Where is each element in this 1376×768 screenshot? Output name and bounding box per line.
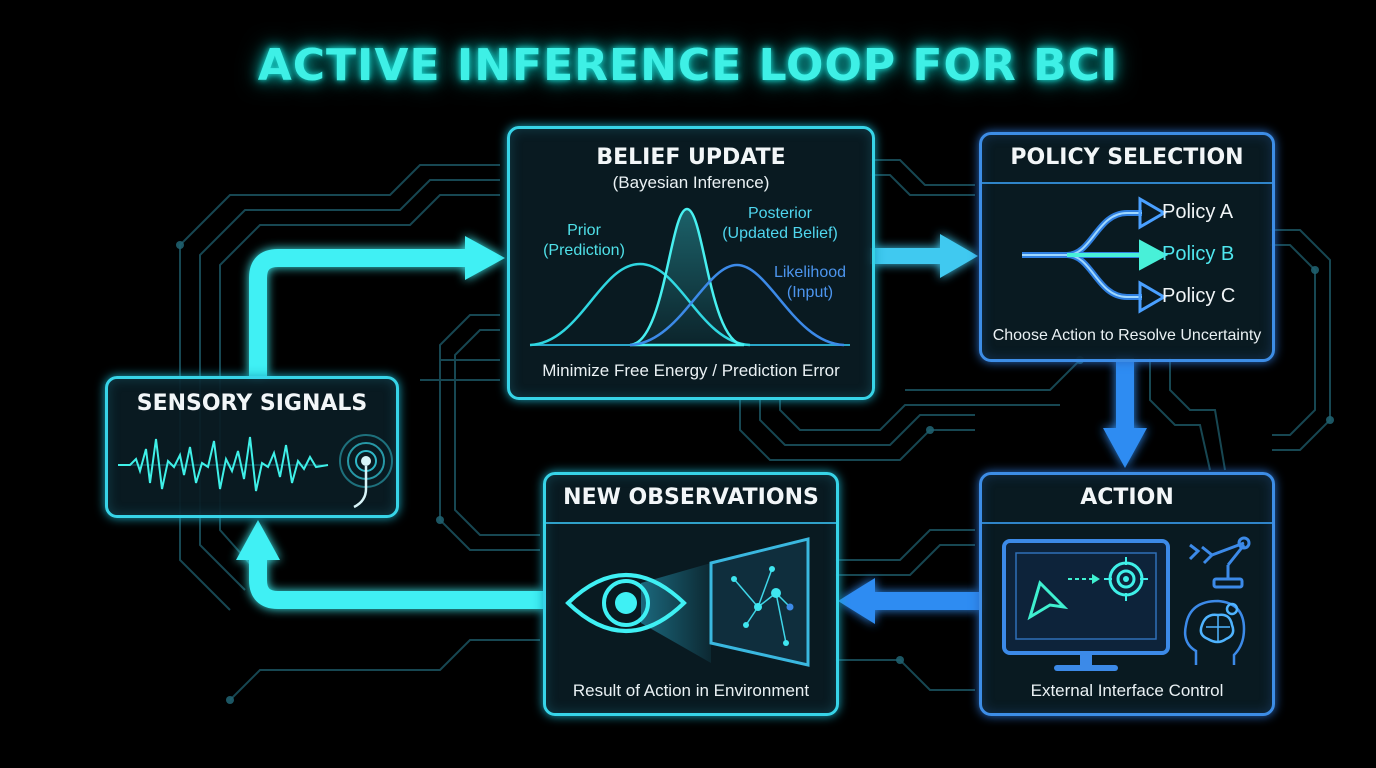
prior-label-line1: Prior xyxy=(567,222,601,239)
brain-head-icon xyxy=(1183,599,1246,665)
sensory-signals-box: SENSORY SIGNALS xyxy=(105,376,399,518)
policy-selection-box: POLICY SELECTION Policy A Policy B Polic… xyxy=(979,132,1275,362)
monitor-cursor-target-icon xyxy=(1002,539,1170,671)
action-title: ACTION xyxy=(982,475,1272,524)
likelihood-label: Likelihood (Input) xyxy=(765,263,855,303)
policy-b-label: Policy B xyxy=(1162,243,1235,265)
robot-arm-icon xyxy=(1188,536,1251,589)
posterior-label-line2: (Updated Belief) xyxy=(722,225,838,242)
diagram-title: ACTIVE INFERENCE LOOP FOR BCI xyxy=(257,40,1119,91)
likelihood-label-line1: Likelihood xyxy=(773,264,847,281)
sensory-signals-title: SENSORY SIGNALS xyxy=(136,391,368,416)
likelihood-label-line2: (Input) xyxy=(786,284,834,301)
prior-label-line2: (Prediction) xyxy=(543,242,625,259)
policy-selection-caption: Choose Action to Resolve Uncertainty xyxy=(992,327,1262,344)
action-box: ACTION xyxy=(979,472,1275,716)
arrow-policy-to-action xyxy=(1103,358,1147,468)
arrow-action-to-observations xyxy=(838,578,980,624)
action-caption: External Interface Control xyxy=(1030,681,1224,700)
posterior-curve xyxy=(629,207,745,347)
belief-update-title: BELIEF UPDATE xyxy=(596,145,786,170)
eye-observation-icon xyxy=(565,537,810,667)
distribution-curves xyxy=(529,207,850,347)
policy-a-label: Policy A xyxy=(1162,201,1234,223)
new-observations-title: NEW OBSERVATIONS xyxy=(546,475,836,524)
arrow-observations-to-sensory xyxy=(236,520,545,609)
posterior-label-line1: Posterior xyxy=(747,205,813,222)
posterior-label: Posterior (Updated Belief) xyxy=(710,204,850,244)
likelihood-curve xyxy=(629,263,845,347)
prior-label: Prior (Prediction) xyxy=(534,221,634,261)
new-observations-caption: Result of Action in Environment xyxy=(572,681,810,700)
policy-selection-title: POLICY SELECTION xyxy=(982,135,1272,184)
arrow-sensory-to-belief xyxy=(249,236,505,378)
eye-icon xyxy=(565,573,687,633)
belief-update-box: BELIEF UPDATE (Bayesian Inference) Prior… xyxy=(507,126,875,400)
belief-update-caption: Minimize Free Energy / Prediction Error xyxy=(542,361,840,380)
branching-arrows-icon xyxy=(1022,196,1169,314)
sensor-waveform-icon xyxy=(118,434,393,509)
policy-c-label: Policy C xyxy=(1162,285,1236,307)
arrow-belief-to-policy xyxy=(870,234,978,278)
belief-update-subtitle: (Bayesian Inference) xyxy=(612,173,770,192)
action-icons xyxy=(1002,536,1251,671)
new-observations-box: NEW OBSERVATIONS xyxy=(543,472,839,716)
